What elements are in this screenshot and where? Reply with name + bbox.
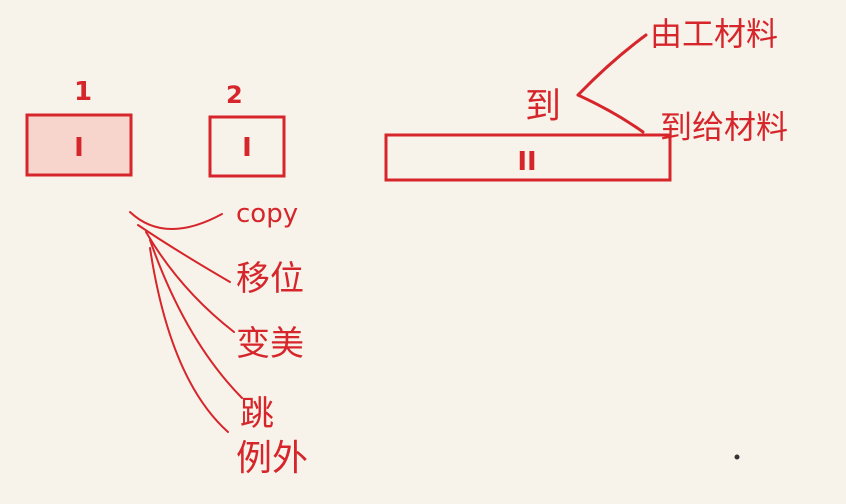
fan-curve-except — [149, 247, 229, 433]
box2-number: 2 — [226, 81, 243, 109]
op-jump: 跳 — [240, 394, 274, 434]
stray-dot — [734, 454, 740, 460]
op-move: 移位 — [236, 259, 304, 299]
op-copy: copy — [236, 199, 298, 229]
branch-bottom-label: 到给材料 — [660, 108, 788, 146]
fan-curve-jump — [149, 239, 243, 399]
op-change: 变美 — [236, 324, 304, 364]
branch-top-connector — [576, 33, 648, 97]
branch-bottom-connector — [576, 93, 645, 134]
fan-curve-move — [137, 224, 231, 283]
box1-number: 1 — [74, 77, 92, 107]
box2-symbol: I — [242, 133, 252, 163]
box2 — [208, 115, 286, 178]
fan-curve-change — [145, 231, 235, 333]
new-label: 到 — [525, 86, 561, 127]
fan-curve-copy — [129, 211, 223, 230]
box3 — [384, 133, 672, 182]
box1-symbol: I — [74, 133, 84, 163]
box3-symbol: II — [517, 147, 536, 177]
op-except: 例外 — [236, 438, 308, 479]
box1 — [25, 113, 133, 177]
branch-top-label: 由工材料 — [650, 15, 778, 53]
